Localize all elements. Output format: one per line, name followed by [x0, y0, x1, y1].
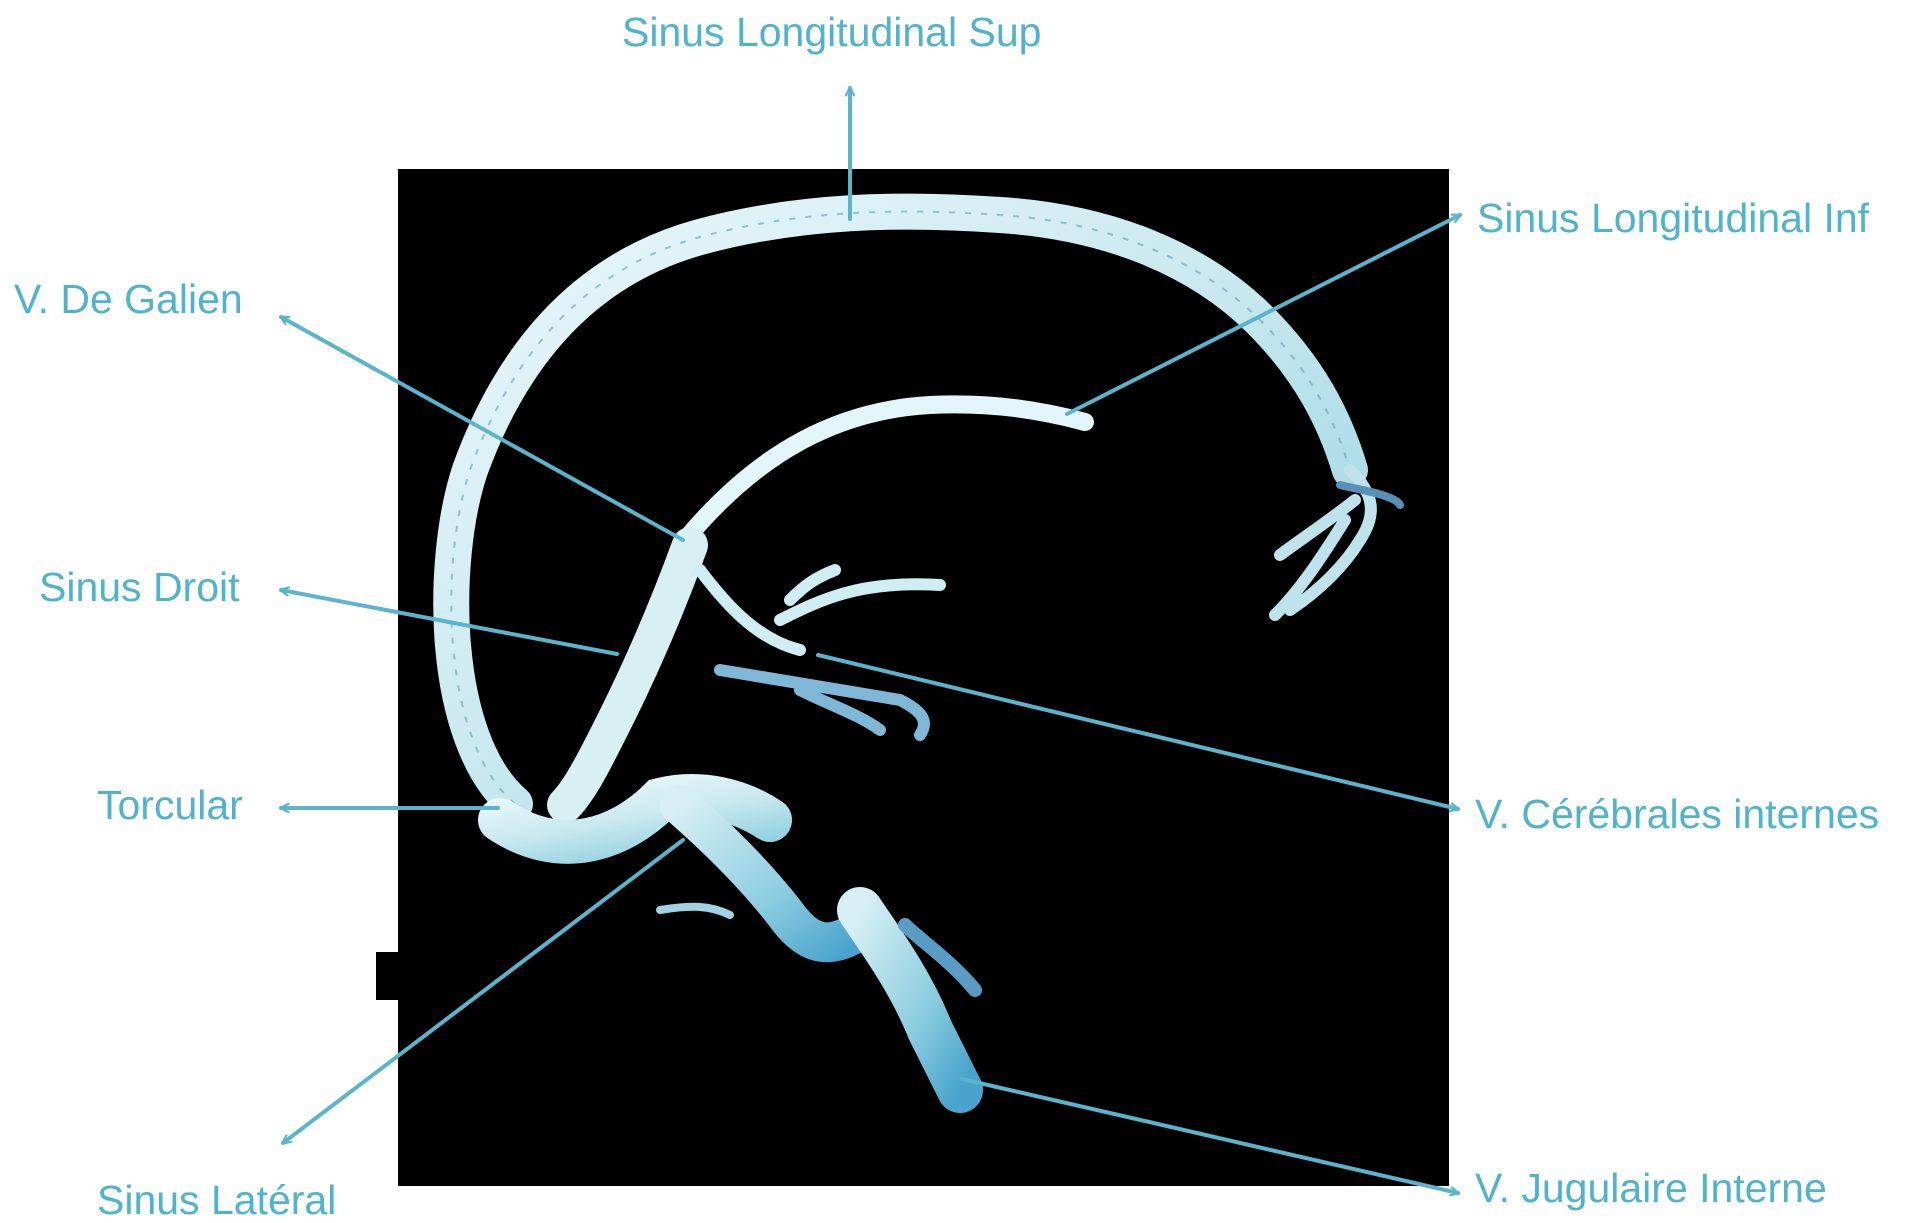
label-sinus-lateral: Sinus Latéral: [97, 1180, 336, 1221]
label-sinus-longitudinal-sup: Sinus Longitudinal Sup: [622, 12, 1041, 53]
image-corner-block: [376, 952, 400, 1000]
label-sinus-droit: Sinus Droit: [39, 567, 240, 608]
label-v-jugulaire-interne: V. Jugulaire Interne: [1475, 1168, 1827, 1209]
label-sinus-longitudinal-inf: Sinus Longitudinal Inf: [1477, 198, 1869, 239]
label-v-cerebrales-internes: V. Cérébrales internes: [1475, 794, 1879, 835]
label-torcular: Torcular: [97, 785, 243, 826]
label-v-de-galien: V. De Galien: [14, 279, 243, 320]
